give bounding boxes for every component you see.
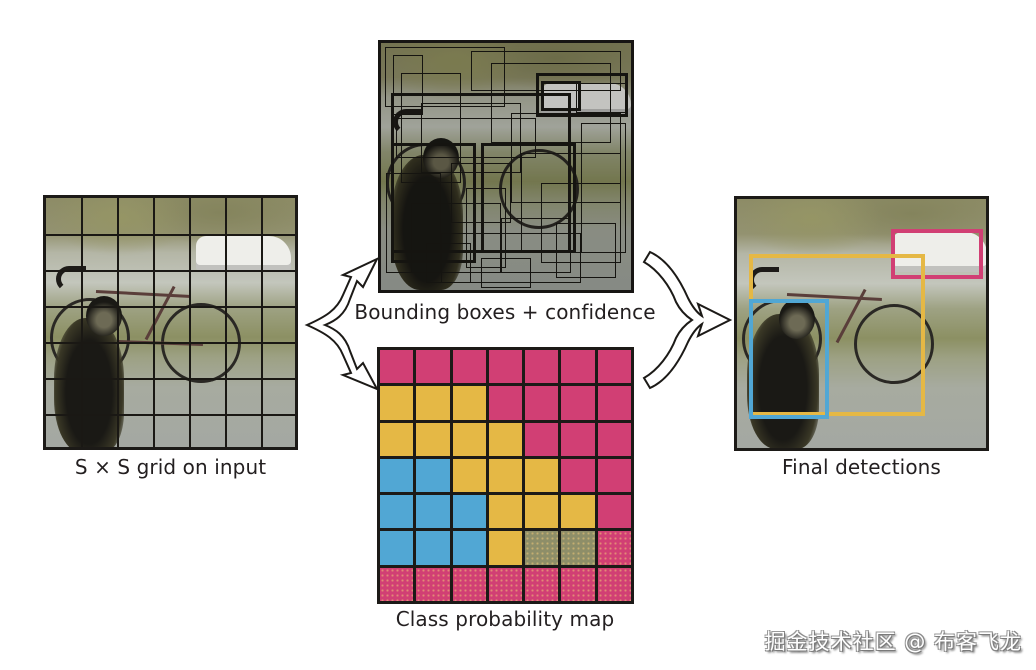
class-probability-caption: Class probability map bbox=[395, 607, 615, 631]
bicycle-front-wheel bbox=[499, 149, 579, 229]
probability-cell-pink bbox=[597, 567, 632, 602]
probability-cell-yellow bbox=[452, 422, 486, 456]
probability-cell-blue bbox=[452, 531, 486, 565]
split-arrow-icon bbox=[304, 256, 380, 391]
bicycle-front-wheel bbox=[854, 304, 934, 384]
dog-shape bbox=[54, 318, 124, 447]
probability-cell-pink bbox=[452, 350, 486, 384]
probability-cell-pink bbox=[597, 386, 631, 420]
probability-cell-pink bbox=[416, 567, 450, 602]
probability-cell-yellow bbox=[488, 495, 523, 529]
probability-cell-pink bbox=[488, 567, 523, 602]
input-image-panel bbox=[43, 195, 298, 450]
probability-cell-pink bbox=[597, 350, 631, 384]
probability-cell-pink bbox=[597, 531, 632, 565]
probability-cell-blue bbox=[416, 531, 450, 565]
probability-cell-yellow bbox=[452, 458, 486, 493]
final-detections-panel bbox=[734, 196, 989, 451]
probability-cell-pink bbox=[525, 567, 559, 602]
sxs-grid-overlay bbox=[46, 198, 295, 447]
probability-cell-pink bbox=[380, 350, 414, 384]
probability-cell-olive bbox=[525, 531, 559, 565]
probability-cell-yellow bbox=[488, 458, 523, 493]
class-probability-map bbox=[377, 347, 634, 604]
dog-head bbox=[86, 296, 122, 336]
bicycle-handlebar bbox=[56, 266, 86, 292]
probability-cell-yellow bbox=[488, 422, 523, 456]
probability-cell-yellow bbox=[452, 386, 486, 420]
detection-box-dog bbox=[749, 299, 829, 419]
probability-cell-pink bbox=[597, 458, 631, 493]
merge-arrow-icon bbox=[642, 250, 733, 390]
probability-cell-pink bbox=[561, 458, 595, 493]
probability-cell-pink bbox=[597, 422, 631, 456]
probability-cell-pink bbox=[380, 567, 414, 602]
car-shape bbox=[892, 232, 986, 272]
probability-cell-blue bbox=[380, 458, 414, 493]
dog-shape bbox=[747, 314, 819, 448]
car-shape bbox=[196, 236, 291, 271]
probability-cell-blue bbox=[452, 495, 486, 529]
probability-cell-yellow bbox=[488, 531, 523, 565]
watermark-text: 掘金技术社区 @ 布客飞龙 bbox=[764, 630, 1022, 654]
probability-cell-pink bbox=[525, 350, 559, 384]
probability-cell-pink bbox=[561, 350, 595, 384]
bicycle-handlebar bbox=[393, 109, 423, 135]
probability-cell-yellow bbox=[525, 458, 559, 493]
probability-cell-pink bbox=[416, 350, 450, 384]
input-caption: S × S grid on input bbox=[74, 455, 267, 479]
probability-cell-yellow bbox=[416, 386, 450, 420]
probability-cell-pink bbox=[452, 567, 487, 602]
probability-cell-pink bbox=[561, 386, 595, 420]
final-detections-caption: Final detections bbox=[782, 455, 941, 479]
probability-cell-pink bbox=[561, 422, 595, 456]
probability-cell-olive bbox=[561, 531, 595, 565]
probability-cell-pink bbox=[597, 495, 631, 529]
probability-cell-yellow bbox=[561, 495, 595, 529]
probability-cell-pink bbox=[525, 386, 559, 420]
bounding-boxes-caption: Bounding boxes + confidence bbox=[354, 300, 656, 324]
probability-cell-blue bbox=[380, 495, 414, 529]
probability-cell-yellow bbox=[525, 495, 559, 529]
probability-cell-blue bbox=[380, 531, 414, 565]
probability-cell-blue bbox=[416, 458, 450, 493]
probability-cell-pink bbox=[561, 567, 595, 602]
probability-cell-pink bbox=[488, 386, 523, 420]
probability-cell-yellow bbox=[380, 422, 414, 456]
probability-cell-yellow bbox=[380, 386, 414, 420]
probability-cell-blue bbox=[416, 495, 450, 529]
probability-cell-pink bbox=[525, 422, 559, 456]
bounding-boxes-panel bbox=[378, 40, 634, 293]
dog-head bbox=[779, 299, 815, 339]
probability-cell-pink bbox=[488, 350, 523, 384]
probability-cell-yellow bbox=[416, 422, 450, 456]
